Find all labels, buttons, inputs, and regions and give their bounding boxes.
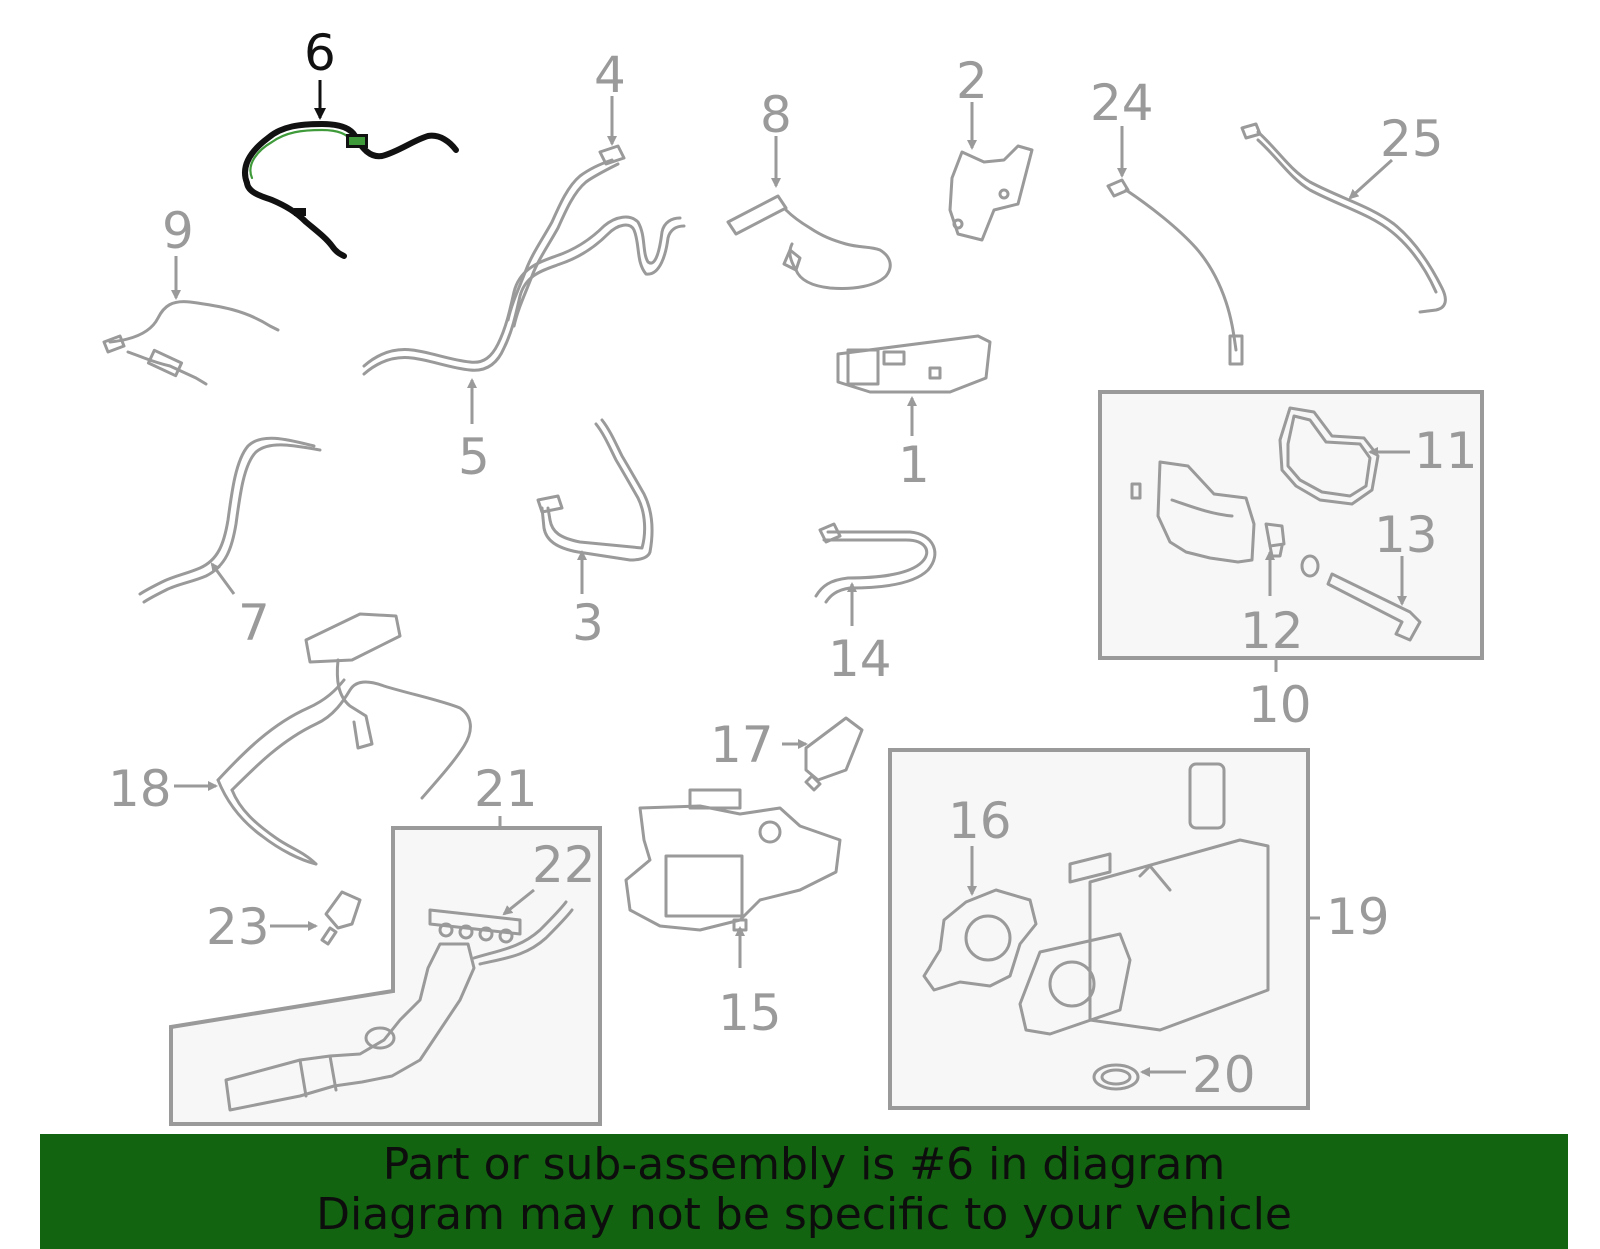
callout-8[interactable]: 8 (760, 86, 792, 144)
callout-12[interactable]: 12 (1240, 602, 1304, 660)
part-7-tube[interactable] (138, 436, 322, 604)
part-10-cover[interactable] (1130, 460, 1256, 564)
part-16-gasket[interactable] (922, 888, 1038, 992)
callout-9[interactable]: 9 (162, 202, 194, 260)
parts-diagram: 6 4 2 8 24 25 9 5 1 11 13 12 10 7 3 14 1… (102, 24, 1484, 1126)
part-24-sensor[interactable] (1106, 178, 1244, 366)
callout-labels: 6 4 2 8 24 25 9 5 1 11 13 12 10 7 3 14 1… (108, 24, 1478, 1104)
callout-17[interactable]: 17 (710, 716, 774, 774)
callout-16[interactable]: 16 (948, 792, 1012, 850)
inset-box-19 (888, 748, 1310, 1110)
part-13-tube[interactable] (1300, 554, 1422, 642)
callout-20[interactable]: 20 (1192, 1046, 1256, 1104)
callout-23[interactable]: 23 (206, 898, 270, 956)
part-8-sensor[interactable] (726, 194, 892, 290)
part-18-hose[interactable] (216, 612, 472, 866)
part-4-tube[interactable] (506, 144, 626, 328)
diagram-notice-banner: Part or sub-assembly is #6 in diagram Di… (40, 1134, 1568, 1249)
callout-19[interactable]: 19 (1326, 888, 1390, 946)
part-9-sensor-line[interactable] (102, 300, 280, 386)
callout-10[interactable]: 10 (1248, 676, 1312, 734)
callout-3[interactable]: 3 (572, 594, 604, 652)
part-2-bracket[interactable] (948, 144, 1034, 242)
part-19-cooler[interactable] (1018, 762, 1270, 1036)
callout-5[interactable]: 5 (458, 428, 490, 486)
callout-4[interactable]: 4 (594, 46, 626, 104)
part-25-sensor[interactable] (1240, 122, 1447, 314)
part-1-canister[interactable] (836, 334, 992, 394)
callout-14[interactable]: 14 (828, 630, 892, 688)
part-17-sensor[interactable] (804, 716, 864, 792)
part-23-sensor[interactable] (320, 890, 362, 946)
part-3-tube[interactable] (536, 418, 654, 562)
callout-6[interactable]: 6 (304, 24, 336, 82)
callout-15[interactable]: 15 (718, 984, 782, 1042)
banner-line-1: Part or sub-assembly is #6 in diagram (382, 1139, 1226, 1190)
part-15-egr-valve[interactable] (624, 788, 842, 932)
callout-1[interactable]: 1 (898, 436, 930, 494)
callout-7[interactable]: 7 (238, 594, 270, 652)
callout-22[interactable]: 22 (532, 836, 596, 894)
part-14-hose[interactable] (814, 522, 937, 604)
callout-24[interactable]: 24 (1090, 74, 1154, 132)
banner-line-2: Diagram may not be specific to your vehi… (316, 1189, 1292, 1240)
part-5-tube[interactable] (362, 215, 686, 376)
part-22-retainer[interactable] (428, 908, 522, 944)
leader-lines (171, 80, 1410, 1077)
callout-18[interactable]: 18 (108, 760, 172, 818)
callout-21[interactable]: 21 (474, 760, 538, 818)
inset-box-21 (169, 826, 602, 1126)
callout-2[interactable]: 2 (956, 52, 988, 110)
part-11-gasket[interactable] (1278, 406, 1380, 506)
part-20-o-ring[interactable] (1092, 1063, 1140, 1091)
part-21-pipe[interactable] (224, 900, 574, 1112)
callout-13[interactable]: 13 (1374, 506, 1438, 564)
part-6-harness[interactable] (242, 121, 459, 259)
callout-11[interactable]: 11 (1414, 422, 1478, 480)
callout-25[interactable]: 25 (1380, 110, 1444, 168)
